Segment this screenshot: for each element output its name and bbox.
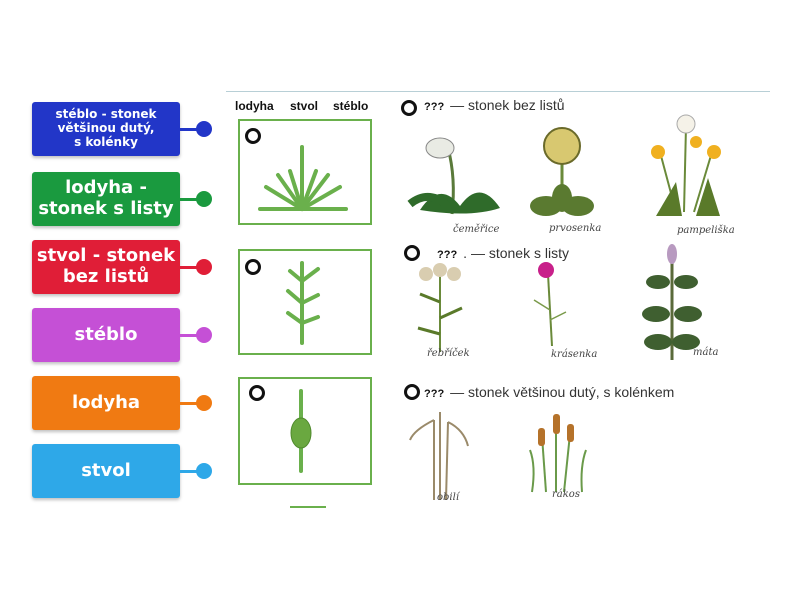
tile-connector-dot[interactable] (196, 463, 212, 479)
plant-primrose-image (530, 127, 594, 216)
question-marks-2: ??? (437, 249, 458, 261)
jointed-stem-diagram (290, 389, 312, 473)
plant-grain-image (409, 412, 469, 501)
drop-target-6[interactable] (404, 384, 420, 400)
top-divider (226, 91, 770, 92)
answer-tile-label: lodyha (71, 391, 141, 413)
tile-connector-dot[interactable] (196, 327, 212, 343)
plant-reed-image (529, 414, 587, 493)
plant-label-mint: máta (693, 347, 719, 358)
plant-label-grain: obilí (437, 492, 460, 503)
answer-tile-1[interactable]: stéblo - stonek většinou dutý, s kolénky (32, 102, 180, 156)
drop-target-4[interactable] (401, 100, 417, 116)
stem-diagram-box-3 (238, 377, 372, 485)
drop-target-3[interactable] (249, 385, 265, 401)
tile-connector-line (180, 128, 202, 131)
tile-connector-line (180, 198, 202, 201)
plant-label-cosmos: krásenka (551, 349, 598, 360)
header-lodyha: lodyha (235, 99, 274, 113)
header-steblo: stéblo (333, 99, 369, 113)
plant-label-yarrow: řebříček (427, 348, 470, 359)
question-text-2: — stonek s listy (470, 245, 569, 261)
question-sep-2: . (463, 245, 468, 261)
plant-label-reed: rákos (552, 489, 580, 500)
answer-tile-label: stvol - stonek bez listů (36, 245, 176, 287)
tile-connector-dot[interactable] (196, 259, 212, 275)
plant-label-hellebore: čeměřice (453, 224, 500, 235)
plant-mint-image (642, 244, 702, 360)
tile-connector-line (180, 266, 202, 269)
answer-tile-label: lodyha - stonek s listy (38, 177, 174, 219)
answer-tile-label: stvol (81, 459, 131, 481)
question-marks-3: ??? (424, 388, 445, 400)
answer-tile-5[interactable]: lodyha (32, 376, 180, 430)
header-stvol: stvol (290, 99, 319, 113)
question-line-1: ??? — stonek bez listů (424, 97, 565, 113)
answer-tile-3[interactable]: stvol - stonek bez listů (32, 240, 180, 294)
plant-label-dandelion: pampeliška (677, 225, 735, 236)
answer-tile-6[interactable]: stvol (32, 444, 180, 498)
answer-tile-label: stéblo - stonek většinou dutý, s kolénky (55, 107, 157, 149)
tile-connector-dot[interactable] (196, 121, 212, 137)
tile-connector-dot[interactable] (196, 191, 212, 207)
question-line-3: ??? — stonek většinou dutý, s kolénkem (424, 384, 674, 400)
bottom-line (290, 506, 326, 508)
plant-cosmos-image (533, 262, 567, 347)
answer-tile-label: stéblo (74, 323, 138, 345)
drop-target-1[interactable] (245, 128, 261, 144)
plant-label-primrose: prvosenka (549, 223, 602, 234)
question-line-2: ???. — stonek s listy (437, 245, 569, 261)
plant-yarrow-image (417, 263, 463, 352)
tile-connector-line (180, 402, 202, 405)
question-marks-1: ??? (424, 101, 445, 113)
leafy-stem-diagram (286, 261, 320, 345)
drop-target-5[interactable] (404, 245, 420, 261)
basal-leaves-diagram (258, 145, 348, 211)
tile-connector-dot[interactable] (196, 395, 212, 411)
answer-tile-2[interactable]: lodyha - stonek s listy (32, 172, 180, 226)
tile-connector-line (180, 470, 202, 473)
drop-target-2[interactable] (245, 259, 261, 275)
tile-connector-line (180, 334, 202, 337)
question-text-1: — stonek bez listů (450, 97, 565, 113)
plant-hellebore-image (407, 137, 500, 215)
answer-tile-4[interactable]: stéblo (32, 308, 180, 362)
plant-dandelion-image (651, 114, 721, 216)
question-text-3: — stonek většinou dutý, s kolénkem (450, 384, 675, 400)
